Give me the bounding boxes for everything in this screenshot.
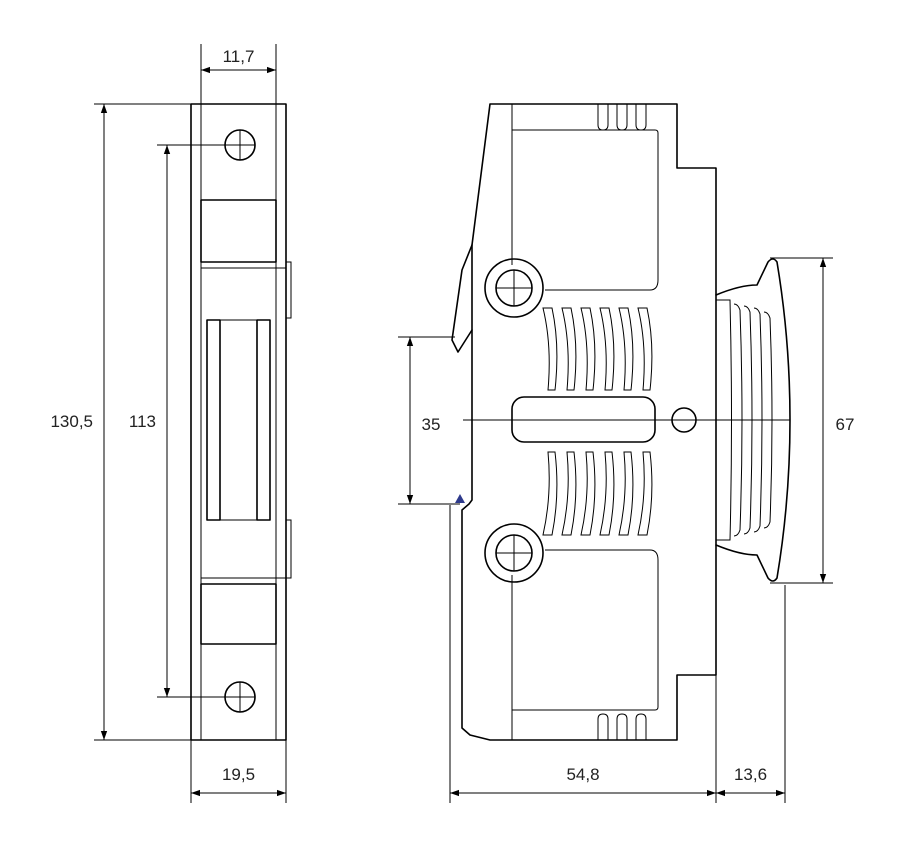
upper-ribs [542, 307, 653, 391]
dimension-screw-spacing: 113 [129, 144, 240, 698]
front-body-outline [190, 103, 287, 741]
dim-label-clip-height: 67 [836, 415, 855, 434]
side-body-outline [461, 103, 717, 741]
dimension-top-width: 11,7 [200, 44, 277, 104]
dim-label-depth: 54,8 [566, 765, 599, 784]
front-bottom-window [200, 583, 277, 645]
dimension-clip-height: 67 [770, 257, 855, 584]
dim-label-clip-depth: 13,6 [734, 765, 767, 784]
side-view [451, 103, 791, 741]
bottom-vents [597, 713, 647, 740]
dimension-depth: 54,8 [449, 505, 717, 803]
dim-label-rail-width: 35 [422, 415, 441, 434]
side-lower-screw-icon [484, 523, 544, 583]
side-upper-screw-icon [484, 258, 544, 318]
dimension-rail-width: 35 [398, 336, 460, 505]
dimension-base-width: 19,5 [190, 740, 287, 803]
release-lever [451, 244, 473, 353]
front-left-slot [206, 319, 221, 521]
front-top-window [200, 199, 277, 263]
lower-ribs [542, 451, 653, 536]
dim-label-screw-spacing: 113 [129, 412, 156, 431]
dim-label-total-height: 130,5 [50, 412, 93, 431]
rail-marker-icon [455, 494, 465, 503]
dim-label-base-width: 19,5 [222, 765, 255, 784]
dim-label-top-width: 11,7 [223, 47, 255, 66]
dimension-total-height: 130,5 [50, 103, 191, 741]
top-vents [597, 104, 647, 131]
front-view [190, 103, 292, 741]
dimension-clip-depth: 13,6 [716, 585, 786, 803]
front-right-slot [256, 319, 271, 521]
